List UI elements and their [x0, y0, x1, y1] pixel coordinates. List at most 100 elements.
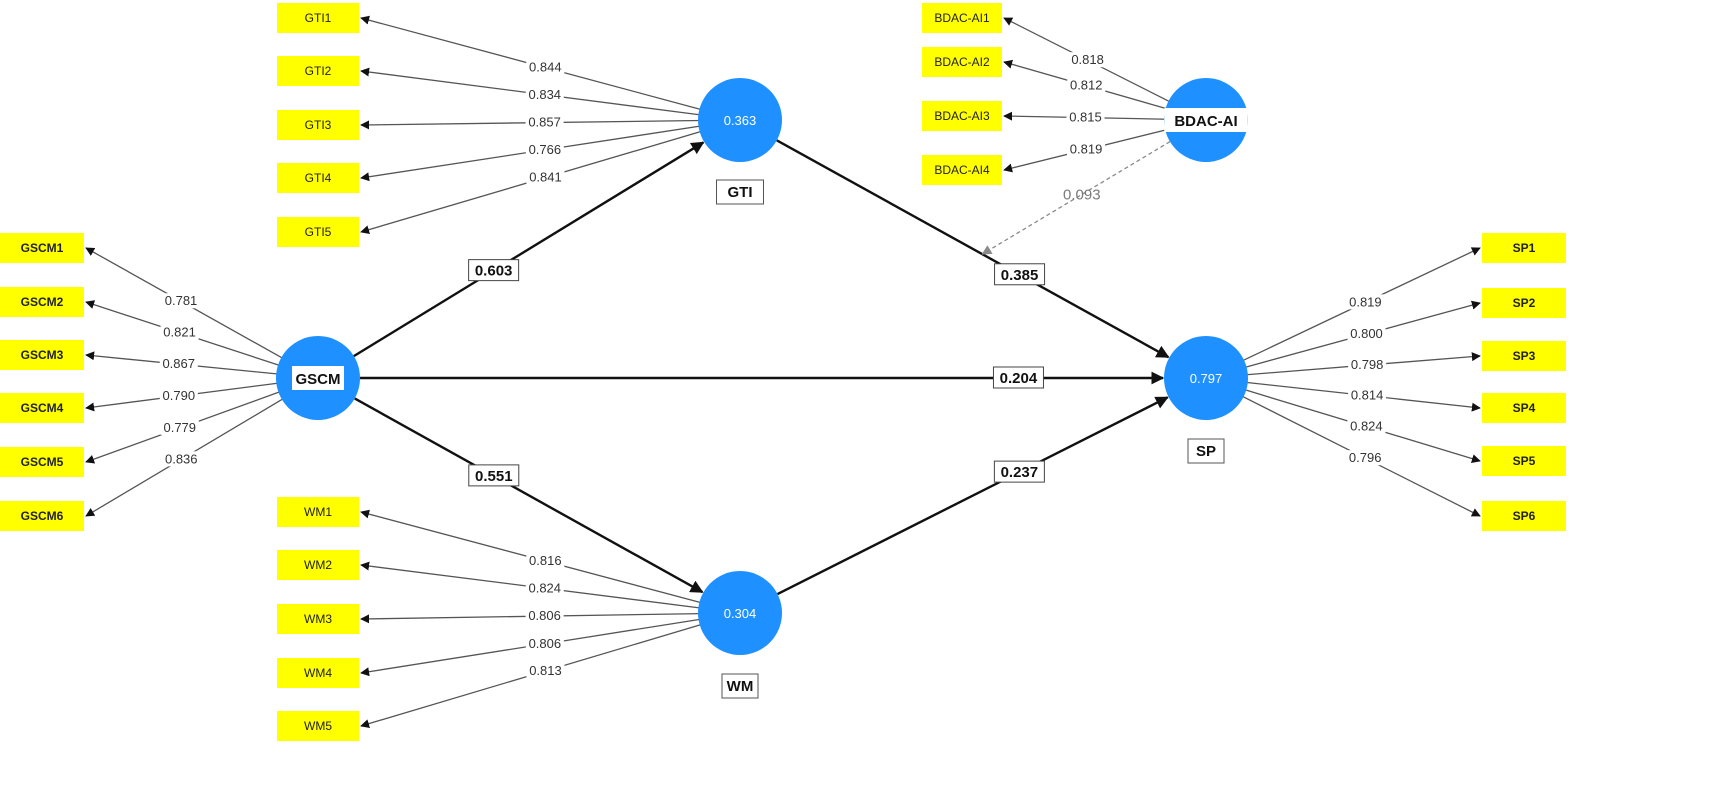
path-arrow-gscm-wm — [354, 397, 704, 594]
latent-name-gscm: GSCM — [296, 371, 341, 388]
loading-value-bg — [160, 420, 199, 436]
loading-value-bg — [526, 662, 565, 678]
loading-value-bg — [162, 451, 201, 467]
indicator-label-wm-4: WM4 — [304, 666, 332, 680]
loading-value-bg — [526, 169, 565, 185]
indicator-box-wm-1[interactable] — [277, 497, 359, 527]
indicator-box-gti-3[interactable] — [277, 110, 359, 140]
loading-value-bg — [525, 86, 564, 102]
loading-value-bg — [159, 356, 198, 372]
indicator-label-gti-1: GTI1 — [305, 11, 332, 25]
indicator-box-wm-5[interactable] — [277, 711, 359, 741]
loading-value-bg — [526, 59, 565, 75]
indicator-label-gscm-1: GSCM1 — [21, 241, 64, 255]
loading-value-bdac-ai-4: 0.819 — [1070, 142, 1103, 157]
indicator-label-wm-2: WM2 — [304, 558, 332, 572]
loading-value-sp-5: 0.824 — [1350, 419, 1383, 434]
loading-value-sp-6: 0.796 — [1349, 450, 1382, 465]
loading-value-bg — [1067, 141, 1106, 157]
indicator-label-gti-3: GTI3 — [305, 118, 332, 132]
loading-value-gti-4: 0.766 — [529, 142, 562, 157]
indicator-box-gscm-5[interactable] — [0, 447, 84, 477]
indicator-box-gscm-3[interactable] — [0, 340, 84, 370]
indicator-box-sp-2[interactable] — [1482, 288, 1566, 318]
indicator-label-bdac-ai-2: BDAC-AI2 — [934, 55, 990, 69]
indicator-box-gti-5[interactable] — [277, 217, 359, 247]
r-squared-gti: 0.363 — [724, 113, 757, 128]
indicator-box-wm-4[interactable] — [277, 658, 359, 688]
path-coefficient-box — [992, 366, 1044, 389]
latent-name-box — [716, 179, 764, 205]
r-squared-sp: 0.797 — [1190, 371, 1223, 386]
latent-node-gti[interactable] — [698, 78, 782, 162]
loading-value-bdac-ai-2: 0.812 — [1070, 78, 1103, 93]
loading-value-bdac-ai-1: 0.818 — [1071, 52, 1104, 67]
indicator-box-bdac-ai-4[interactable] — [922, 155, 1002, 185]
indicator-box-bdac-ai-3[interactable] — [922, 101, 1002, 131]
indicator-box-sp-1[interactable] — [1482, 233, 1566, 263]
path-arrow-wm-sp — [776, 396, 1169, 596]
nodes-layer: GTI1GTI2GTI3GTI4GTI5BDAC-AI1BDAC-AI2BDAC… — [0, 3, 1566, 741]
latent-name-sp: SP — [1196, 443, 1216, 460]
path-arrow-gscm-gti — [353, 141, 705, 358]
indicator-label-gscm-2: GSCM2 — [21, 295, 64, 309]
indicator-label-wm-3: WM3 — [304, 612, 332, 626]
indicator-box-wm-2[interactable] — [277, 550, 359, 580]
indicator-box-gti-2[interactable] — [277, 56, 359, 86]
path-coefficient-gscm-sp: 0.204 — [1000, 370, 1038, 387]
loading-value-bg — [1068, 52, 1107, 68]
indicator-box-bdac-ai-2[interactable] — [922, 47, 1002, 77]
loading-value-bg — [1066, 109, 1105, 125]
loading-value-bg — [159, 388, 198, 404]
latent-name-bdac-ai: BDAC-AI — [1174, 113, 1237, 130]
loading-value-bg — [1347, 326, 1386, 342]
indicator-box-gscm-6[interactable] — [0, 501, 84, 531]
indicator-box-sp-3[interactable] — [1482, 341, 1566, 371]
loading-value-bg — [525, 608, 564, 624]
indicator-label-gscm-3: GSCM3 — [21, 348, 64, 362]
latent-name-box — [292, 366, 344, 390]
indicator-label-sp-6: SP6 — [1513, 509, 1536, 523]
indicator-label-gti-2: GTI2 — [305, 64, 332, 78]
loading-value-gscm-5: 0.779 — [163, 420, 196, 435]
indicator-box-sp-5[interactable] — [1482, 446, 1566, 476]
loading-value-gti-1: 0.844 — [529, 60, 562, 75]
latent-node-wm[interactable] — [698, 571, 782, 655]
loading-value-wm-5: 0.813 — [529, 663, 562, 678]
indicator-label-gti-4: GTI4 — [305, 171, 332, 185]
indicator-label-sp-5: SP5 — [1513, 454, 1536, 468]
indicator-box-bdac-ai-1[interactable] — [922, 3, 1002, 33]
loading-value-bg — [1346, 294, 1385, 310]
indicator-box-wm-3[interactable] — [277, 604, 359, 634]
loading-value-gscm-2: 0.821 — [163, 325, 196, 340]
indicator-label-sp-2: SP2 — [1513, 296, 1536, 310]
path-coefficient-gscm-gti: 0.603 — [475, 263, 513, 280]
indicator-box-gscm-1[interactable] — [0, 233, 84, 263]
loading-value-gti-3: 0.857 — [528, 115, 561, 130]
indicator-box-gti-1[interactable] — [277, 3, 359, 33]
loading-value-bg — [1348, 357, 1387, 373]
indicator-label-sp-3: SP3 — [1513, 349, 1536, 363]
loading-value-wm-1: 0.816 — [529, 553, 562, 568]
indicator-label-sp-1: SP1 — [1513, 241, 1536, 255]
indicator-label-wm-5: WM5 — [304, 719, 332, 733]
loading-value-bg — [525, 114, 564, 130]
labels-layer: 0.8440.8340.8570.7660.8410.8180.8120.815… — [159, 52, 1387, 699]
indicator-box-sp-6[interactable] — [1482, 501, 1566, 531]
loading-value-gscm-4: 0.790 — [163, 388, 196, 403]
path-coefficient-box — [993, 460, 1045, 483]
indicator-box-gti-4[interactable] — [277, 163, 359, 193]
latent-node-sp[interactable] — [1164, 336, 1248, 420]
indicator-box-gscm-4[interactable] — [0, 393, 84, 423]
loading-value-bg — [1346, 450, 1385, 466]
path-coefficient-wm-sp: 0.237 — [1001, 464, 1039, 481]
indicator-box-gscm-2[interactable] — [0, 287, 84, 317]
loading-value-gscm-6: 0.836 — [165, 451, 198, 466]
latent-name-wm: WM — [727, 678, 754, 695]
loading-value-sp-2: 0.800 — [1350, 326, 1383, 341]
loading-value-gti-5: 0.841 — [529, 169, 562, 184]
loading-value-bg — [1347, 418, 1386, 434]
loading-value-bg — [160, 324, 199, 340]
indicator-box-sp-4[interactable] — [1482, 393, 1566, 423]
